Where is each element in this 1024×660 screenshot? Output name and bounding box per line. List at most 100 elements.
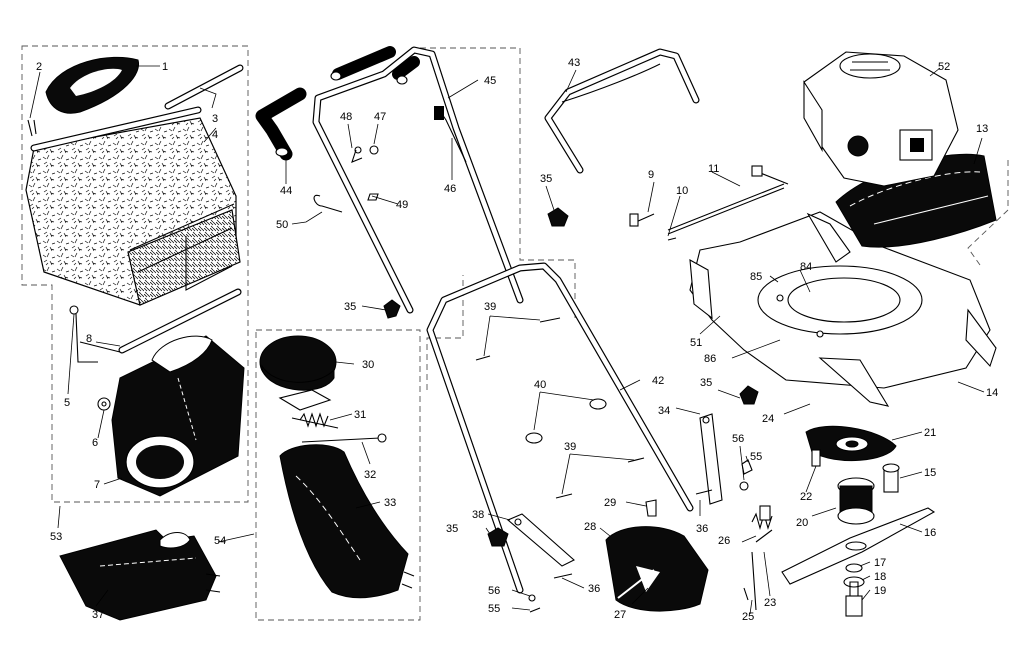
callout-84: 84 <box>800 261 812 273</box>
callout-4: 4 <box>212 129 218 141</box>
bag-handle-cover <box>45 56 140 114</box>
callout-35b: 35 <box>344 301 356 313</box>
chute-door <box>259 335 337 411</box>
chute-assembly-group-box <box>255 329 421 621</box>
callout-13: 13 <box>976 123 988 135</box>
callout-11: 11 <box>708 163 719 175</box>
callout-17: 17 <box>874 557 886 569</box>
handle-knobs <box>383 207 759 547</box>
callout-46: 46 <box>444 183 456 195</box>
bolt-15 <box>882 463 900 493</box>
callout-45: 45 <box>484 75 496 87</box>
callout-47: 47 <box>374 111 386 123</box>
callout-23: 23 <box>764 597 776 609</box>
callout-35: 35 <box>540 173 552 185</box>
callout-21: 21 <box>924 427 936 439</box>
callout-42: 42 <box>652 375 664 387</box>
callout-14: 14 <box>986 387 998 399</box>
handle-bracket-right <box>699 413 723 505</box>
blade-bolt <box>845 581 863 617</box>
callout-20: 20 <box>796 517 808 529</box>
callout-10: 10 <box>676 185 688 197</box>
engine-group-box <box>967 160 1009 266</box>
callout-5: 5 <box>64 397 70 409</box>
callout-39b: 39 <box>564 441 576 453</box>
callout-86: 86 <box>704 353 716 365</box>
engine <box>803 51 959 187</box>
handle-bracket-left <box>506 513 575 567</box>
throttle-cable <box>434 106 467 163</box>
callout-43: 43 <box>568 57 580 69</box>
bag-frame-rods <box>30 64 244 354</box>
callout-55b: 55 <box>488 603 500 615</box>
callout-6: 6 <box>92 437 98 449</box>
callout-44: 44 <box>280 185 292 197</box>
grass-bag <box>25 117 241 306</box>
callout-39: 39 <box>484 301 496 313</box>
mower-deck <box>689 211 997 407</box>
control-bar <box>544 48 700 174</box>
callout-56: 56 <box>732 433 744 445</box>
callout-26: 26 <box>718 535 730 547</box>
discharge-chute <box>279 444 415 599</box>
callout-33: 33 <box>384 497 396 509</box>
callout-15: 15 <box>924 467 936 479</box>
blade-washers <box>843 563 865 588</box>
callout-29: 29 <box>604 497 616 509</box>
callout-19: 19 <box>874 585 886 597</box>
callout-52: 52 <box>938 61 950 73</box>
mulch-plug <box>59 529 221 621</box>
cable-group-box <box>420 47 576 318</box>
callout-36: 36 <box>696 523 708 535</box>
callout-49: 49 <box>396 199 408 211</box>
washer-6 <box>97 397 111 411</box>
upper-handle <box>312 46 524 314</box>
callout-51: 51 <box>690 337 702 349</box>
callout-9: 9 <box>648 169 654 181</box>
handle-bolts <box>475 317 713 613</box>
callout-28: 28 <box>584 521 596 533</box>
bag-assembly-group-box <box>21 45 249 503</box>
callout-37: 37 <box>92 609 104 621</box>
height-adjust-parts <box>739 459 773 611</box>
callout-35d: 35 <box>446 523 458 535</box>
bag-wire-rod <box>69 305 121 363</box>
handle-hardware <box>313 145 379 213</box>
lower-handle <box>426 262 694 594</box>
callout-7: 7 <box>94 479 100 491</box>
bolt-22 <box>811 449 821 467</box>
callout-3: 3 <box>212 113 218 125</box>
callout-36b: 36 <box>588 583 600 595</box>
callout-24: 24 <box>762 413 774 425</box>
chute-pin <box>301 433 387 443</box>
callout-1: 1 <box>162 61 168 73</box>
fastener-29 <box>645 499 657 517</box>
callout-22: 22 <box>800 491 812 503</box>
callout-2: 2 <box>36 61 42 73</box>
deck-bolts <box>629 165 789 241</box>
callout-35c: 35 <box>700 377 712 389</box>
callout-50: 50 <box>276 219 288 231</box>
callout-8: 8 <box>86 333 92 345</box>
callout-32: 32 <box>364 469 376 481</box>
blade-21 <box>805 425 897 462</box>
callout-16: 16 <box>924 527 936 539</box>
callout-18: 18 <box>874 571 886 583</box>
leader-lines <box>29 65 985 615</box>
handle-group-box <box>426 275 464 390</box>
handle-grip-right <box>330 46 420 85</box>
callout-31: 31 <box>354 409 366 421</box>
rear-deflector <box>111 335 245 497</box>
mower-blade <box>781 507 936 585</box>
callout-85: 85 <box>750 271 762 283</box>
chute-spring <box>291 412 339 429</box>
callout-54: 54 <box>214 535 226 547</box>
cable-ties <box>525 398 607 444</box>
callout-30: 30 <box>362 359 374 371</box>
callout-53: 53 <box>50 531 62 543</box>
callout-55: 55 <box>750 451 762 463</box>
bag-clip <box>27 119 37 137</box>
rear-baffle <box>605 526 709 612</box>
callout-48: 48 <box>340 111 352 123</box>
